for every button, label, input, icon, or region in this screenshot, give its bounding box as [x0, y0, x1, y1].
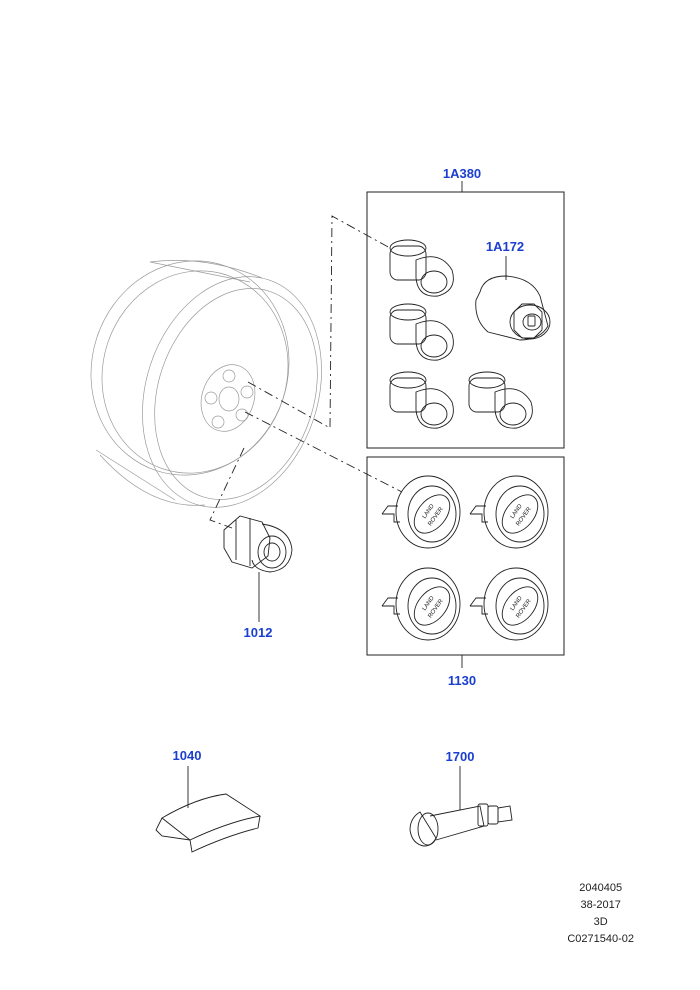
callout-1040[interactable]: 1040 [173, 748, 202, 763]
lock-set-group: 1A380 1A172 [366, 166, 565, 449]
alloy-wheel [90, 260, 322, 508]
callout-1130[interactable]: 1130 [448, 673, 476, 688]
lock-set-frame [366, 191, 565, 449]
locking-nut[interactable] [389, 371, 454, 429]
callout-1A172[interactable]: 1A172 [486, 239, 524, 254]
center-cap[interactable]: LAND ROVER [381, 567, 461, 641]
center-cap[interactable]: LAND ROVER [381, 475, 461, 549]
callout-1A380[interactable]: 1A380 [443, 166, 481, 181]
callout-1012[interactable]: 1012 [244, 625, 273, 640]
center-cap[interactable]: LAND ROVER [469, 475, 549, 549]
reference-line-3: 3D [593, 916, 608, 928]
reference-line-2: 38-2017 [580, 899, 621, 911]
balance-weight[interactable] [155, 793, 262, 853]
center-cap[interactable]: LAND ROVER [469, 567, 549, 641]
callout-1700[interactable]: 1700 [446, 749, 475, 764]
reference-line-4: C0271540-02 [567, 933, 634, 945]
locking-key[interactable] [475, 275, 551, 341]
locking-nut[interactable] [389, 239, 454, 297]
wheel-nut[interactable] [223, 515, 293, 573]
locking-nut[interactable] [468, 371, 533, 429]
center-caps-frame [366, 456, 565, 656]
assembly-leader-lines [209, 215, 403, 529]
drawing-reference: 2040405 38-2017 3D C0271540-02 [567, 880, 634, 948]
tire-valve[interactable] [409, 803, 513, 847]
reference-line-1: 2040405 [579, 882, 623, 894]
center-caps-group: 1130 LAND ROVER LAND ROVER [366, 456, 565, 688]
locking-nut[interactable] [389, 303, 454, 361]
